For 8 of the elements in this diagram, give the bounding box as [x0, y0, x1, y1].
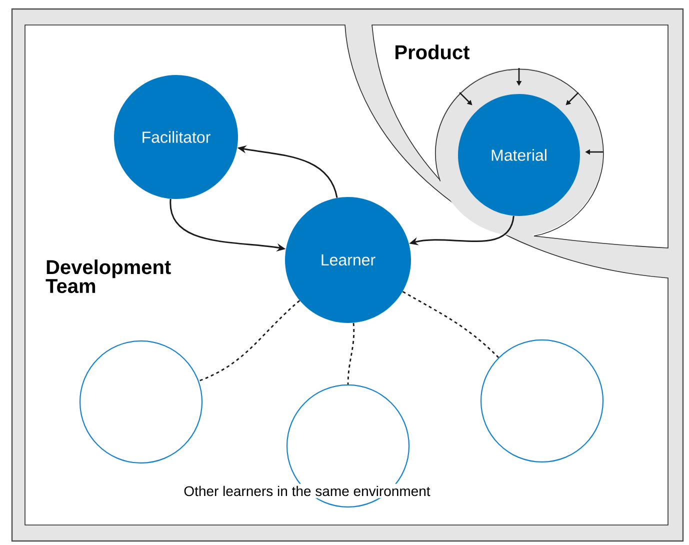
empty-circle	[480, 339, 604, 463]
empty-circle	[79, 340, 203, 464]
region-title: Development Team	[46, 260, 171, 294]
caption-text: Other learners in the same environment	[182, 484, 432, 498]
dashed-line	[198, 300, 300, 382]
dashed-line	[347, 322, 355, 384]
region-title: Product	[392, 42, 472, 62]
dashed-line	[402, 290, 499, 358]
